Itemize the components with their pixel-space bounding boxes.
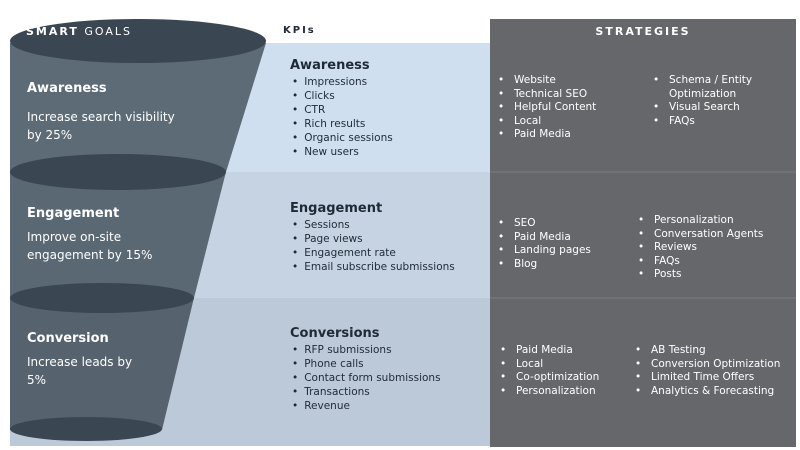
strategy-list-conversion-right: AB Testing Conversion Optimization Limit…	[631, 344, 793, 398]
strategy-item: Conversation Agents	[634, 228, 784, 242]
kpi-item: Revenue	[290, 399, 480, 413]
strategy-item: Posts	[634, 268, 784, 282]
kpi-title: Conversions	[290, 326, 380, 341]
strategy-list-awareness-left: Website Technical SEO Helpful Content Lo…	[494, 74, 634, 142]
kpi-block-awareness: Awareness Impressions Clicks CTR Rich re…	[290, 58, 480, 159]
kpi-item: RFP submissions	[290, 343, 480, 357]
goal-title-engagement: Engagement	[27, 206, 120, 221]
kpi-item: Transactions	[290, 385, 480, 399]
kpi-item: Phone calls	[290, 357, 480, 371]
funnel-rim-middle	[10, 154, 226, 190]
goal-desc-engagement: Improve on-site engagement by 15%	[27, 230, 153, 262]
goal-desc-awareness: Increase search visibility by 25%	[27, 110, 175, 142]
strategy-item: Local	[496, 358, 631, 372]
strategy-item: Landing pages	[494, 244, 634, 258]
strategy-list-engagement-left: SEO Paid Media Landing pages Blog	[494, 217, 634, 271]
strategy-item: Local	[494, 115, 634, 129]
kpi-item: Email subscribe submissions	[290, 260, 480, 274]
strategy-item: SEO	[494, 217, 634, 231]
strategy-item: Conversion Optimization	[631, 358, 793, 372]
strategy-item: Personalization	[496, 385, 631, 399]
strategy-item: Technical SEO	[494, 88, 634, 102]
strategy-item: Paid Media	[494, 231, 634, 245]
kpi-item: Engagement rate	[290, 246, 480, 260]
strategy-item: Schema / Entity Optimization	[649, 74, 779, 101]
strategy-item: Personalization	[634, 214, 784, 228]
kpi-item: Contact form submissions	[290, 371, 480, 385]
strategy-item: Co-optimization	[496, 371, 631, 385]
kpi-block-conversions: Conversions RFP submissions Phone calls …	[290, 326, 480, 413]
goal-title-conversion: Conversion	[27, 331, 109, 346]
strategy-list-conversion-left: Paid Media Local Co-optimization Persona…	[496, 344, 631, 398]
strategy-item: FAQs	[649, 115, 779, 129]
strategy-item: Website	[494, 74, 634, 88]
strategy-item: Limited Time Offers	[631, 371, 793, 385]
strategies-header: STRATEGIES	[595, 25, 691, 38]
funnel-segment-conversion	[10, 298, 194, 430]
strategy-item: Visual Search	[649, 101, 779, 115]
kpi-item: CTR	[290, 103, 480, 117]
kpi-item: Rich results	[290, 117, 480, 131]
smart-goals-header: SMART GOALS	[26, 25, 132, 38]
strategy-item: Analytics & Forecasting	[631, 385, 793, 399]
funnel-rim-bottom	[10, 417, 162, 441]
strategy-item: AB Testing	[631, 344, 793, 358]
kpi-item: Page views	[290, 232, 480, 246]
funnel-segment-engagement	[10, 172, 226, 298]
strategy-item: Helpful Content	[494, 101, 634, 115]
kpi-title: Engagement	[290, 201, 383, 216]
funnel-rim-lower	[10, 283, 194, 313]
strategy-item: Paid Media	[494, 128, 634, 142]
strategy-item: Reviews	[634, 241, 784, 255]
strategy-list-engagement-right: Personalization Conversation Agents Revi…	[634, 214, 784, 282]
strategy-item: Paid Media	[496, 344, 631, 358]
kpi-item: New users	[290, 145, 480, 159]
strategy-list-awareness-right: Schema / Entity Optimization Visual Sear…	[649, 74, 779, 128]
strategy-item: FAQs	[634, 255, 784, 269]
funnel-segment-awareness	[10, 43, 266, 172]
kpis-header: KPIs	[283, 25, 316, 36]
strategy-item: Blog	[494, 258, 634, 272]
kpi-title: Awareness	[290, 58, 370, 73]
kpi-item: Impressions	[290, 75, 480, 89]
funnel-rim-top	[10, 19, 266, 63]
kpi-block-engagement: Engagement Sessions Page views Engagemen…	[290, 201, 480, 274]
kpi-item: Organic sessions	[290, 131, 480, 145]
kpi-item: Sessions	[290, 218, 480, 232]
kpi-item: Clicks	[290, 89, 480, 103]
goal-desc-conversion: Increase leads by 5%	[27, 355, 133, 387]
goal-title-awareness: Awareness	[27, 81, 107, 96]
